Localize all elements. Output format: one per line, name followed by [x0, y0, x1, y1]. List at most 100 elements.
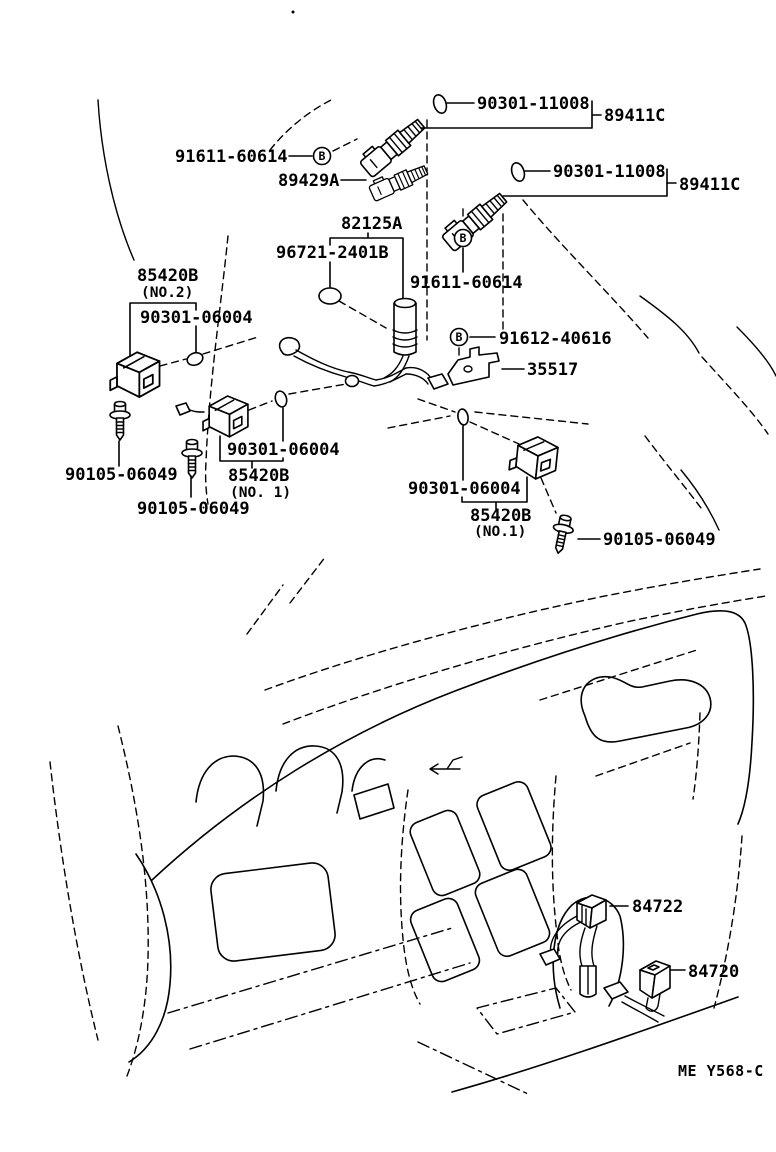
label-bracket-35517: 35517 [527, 360, 578, 380]
grab-handle [580, 675, 712, 743]
bracket-82125 [329, 232, 404, 299]
stack-edge-right [551, 775, 572, 991]
bracket-89411c-1 [420, 100, 593, 129]
temp-switch-2-drawing [438, 186, 511, 253]
label-bolt-1: 90105-06049 [65, 465, 178, 485]
bolt-2-drawing [181, 438, 203, 479]
part-labels: 90301-11008 89411C 91611-60614 89429A 90… [65, 94, 764, 1080]
oring-3 [318, 287, 342, 305]
relay-no2-drawing [109, 351, 161, 398]
sketch-line [204, 235, 229, 505]
cluster-arch-1 [195, 755, 265, 827]
right-edge-2 [713, 835, 743, 1009]
label-bolt-2: 90105-06049 [137, 499, 250, 519]
label-bolt-3: 90105-06049 [603, 530, 716, 550]
circled-b-marker-2: B [453, 228, 473, 248]
dashed-line [338, 300, 387, 329]
figure-code: ME Y568-C [678, 1062, 764, 1080]
label-sender-89429: 89429A [278, 171, 339, 191]
label-oring-06004-1: 90301-06004 [140, 308, 253, 328]
switch-84722-drawing [539, 894, 607, 998]
label-nut-2: 91611-60614 [410, 273, 523, 293]
console-connector-drawing [603, 981, 665, 1023]
circled-b-letter: B [460, 231, 467, 245]
column-line-1 [167, 927, 453, 1014]
dashed-line [469, 421, 520, 445]
dashed-line [540, 477, 557, 514]
sketch-line [269, 98, 334, 151]
center-stack-vent-2 [476, 781, 552, 871]
label-nut-1: 91611-60614 [175, 147, 288, 167]
label-relay-no1b-name: 85420B [470, 506, 531, 526]
windshield-line-2 [282, 595, 767, 725]
relay-no1-right-drawing [507, 433, 560, 482]
bracket-relay-no1a [219, 407, 284, 469]
right-edge-1 [692, 712, 701, 800]
dashed-line [417, 398, 456, 413]
dashed-line [332, 138, 358, 152]
tunnel-line [417, 1041, 529, 1095]
sketch-line [246, 584, 284, 635]
dashed-line [288, 382, 353, 395]
a-pillar-left-1 [49, 761, 99, 1041]
dashed-line [159, 358, 187, 367]
label-oring-06004-3: 90301-06004 [408, 479, 521, 499]
steering-silhouette [128, 853, 172, 1063]
center-stack-vent-4 [474, 868, 551, 958]
relay-no1-left-connector [175, 402, 205, 416]
floor-sweep [451, 996, 739, 1093]
label-relay-no2-name: 85420B [137, 266, 198, 286]
bracket-relay-no2 [129, 302, 197, 357]
sketch-line [289, 555, 327, 604]
windshield-line-1 [264, 568, 761, 691]
circled-b-marker-1: B [312, 146, 332, 166]
dash-top-edge [151, 609, 755, 881]
sketch-line [97, 99, 135, 261]
a-pillar-left-2 [117, 725, 149, 1077]
dashed-line [474, 411, 589, 425]
sketch-line [522, 199, 649, 339]
label-switch-84720: 84720 [688, 962, 739, 982]
stack-edge-left [399, 789, 421, 1005]
label-switch-84722: 84722 [632, 897, 683, 917]
switch-96721-drawing [383, 297, 418, 383]
label-oring-small-2: 90301-11008 [553, 162, 666, 182]
direction-arrow [429, 756, 463, 775]
bolt-3-drawing [547, 512, 577, 557]
circled-b-letter: B [319, 149, 326, 163]
oring-4 [186, 351, 204, 367]
cluster-bezel [210, 862, 336, 962]
circled-b-marker-3: B [449, 327, 469, 347]
bolt-1-drawing [109, 400, 131, 441]
sketch-line [639, 295, 700, 354]
engine-bay-outline [97, 10, 776, 531]
console-plate [476, 987, 576, 1035]
oring-5 [274, 390, 288, 408]
label-oring-06004-2: 90301-06004 [227, 440, 340, 460]
cluster-arch-2 [275, 745, 344, 814]
label-relay-no1b-no: (NO.1) [474, 524, 526, 540]
harness-82125-drawing [278, 336, 449, 390]
dashed-line [248, 400, 273, 411]
label-nut-91612: 91612-40616 [499, 329, 612, 349]
switch-84720-drawing [639, 960, 671, 1012]
sketch-line [736, 326, 776, 377]
leader-lines [118, 100, 686, 971]
label-temp-switch-1: 89411C [604, 106, 665, 126]
bracket-89411c-2 [502, 168, 668, 197]
sketch-line [701, 356, 769, 435]
center-stack-vent-1 [409, 809, 481, 897]
bracket-35517-drawing [447, 346, 500, 386]
dashed-line [387, 415, 451, 429]
part-drawings: B B B [109, 93, 577, 557]
label-relay-no1a-no: (NO. 1) [230, 485, 291, 501]
instrument-panel-sketch [49, 555, 767, 1095]
label-harness-82125: 82125A [341, 214, 402, 234]
glovebox-line-1 [539, 648, 701, 701]
label-switch-96721: 96721-2401B [276, 243, 389, 263]
dashed-line [202, 336, 259, 355]
column-line-2 [189, 962, 471, 1050]
cluster-arch-3 [351, 758, 386, 792]
